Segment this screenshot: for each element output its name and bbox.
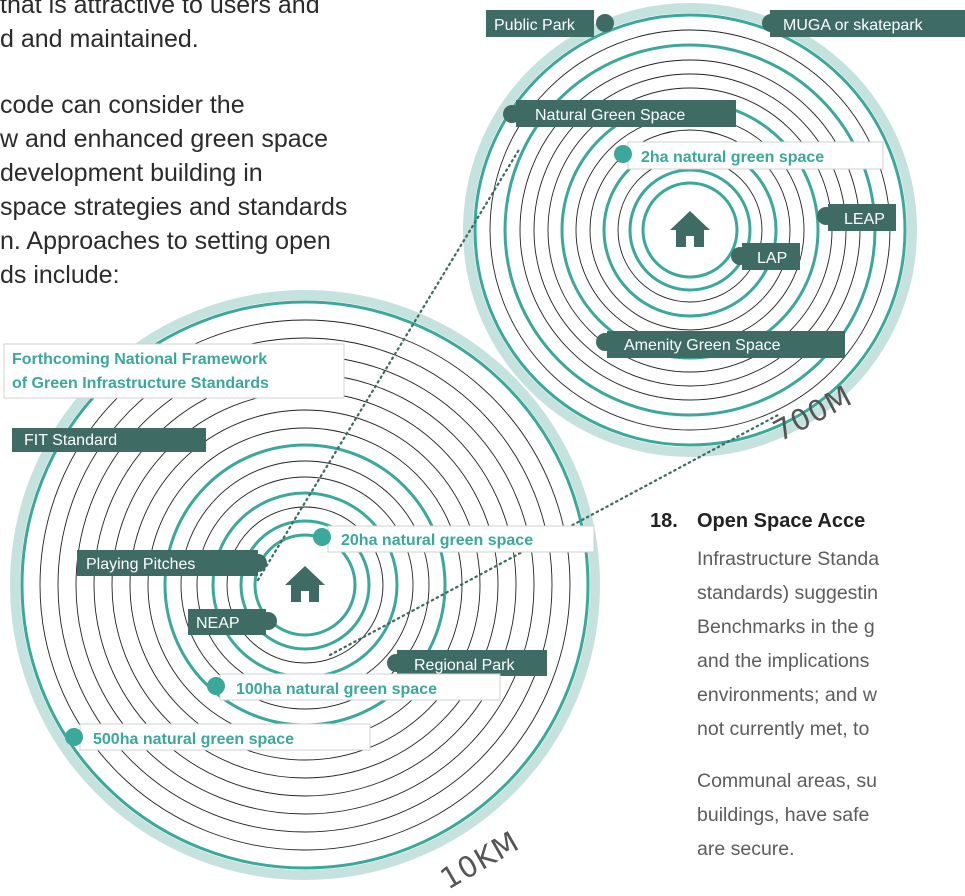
label-500ha-natural-green-space: 500ha natural green space xyxy=(65,723,371,751)
ring xyxy=(473,13,907,447)
svg-text:2ha natural green space: 2ha natural green space xyxy=(641,149,824,166)
svg-text:500ha natural green space: 500ha natural green space xyxy=(93,731,294,748)
para-line: d and maintained. xyxy=(0,25,199,53)
label-amenity-green-space: Amenity Green Space xyxy=(596,331,845,358)
label-public-park: Public Park xyxy=(486,10,614,37)
label-fit-standard: FIT Standard xyxy=(12,428,206,452)
section-line: Communal areas, su xyxy=(697,770,877,792)
para-line: space strategies and standards xyxy=(0,193,348,221)
outer-ring xyxy=(463,3,917,457)
para-line: code can consider the xyxy=(0,91,245,119)
label-natural-green-space: Natural Green Space xyxy=(503,100,736,127)
outer-ring xyxy=(10,290,600,880)
section-line: not currently met, to xyxy=(697,718,870,740)
ring xyxy=(589,129,791,331)
svg-text:LEAP: LEAP xyxy=(844,211,885,228)
svg-text:FIT Standard: FIT Standard xyxy=(24,432,117,449)
svg-text:Forthcoming National Framework: Forthcoming National Framework xyxy=(12,351,267,368)
svg-text:MUGA or skatepark: MUGA or skatepark xyxy=(783,17,924,34)
svg-text:Amenity Green Space: Amenity Green Space xyxy=(624,337,781,354)
section-line: are secure. xyxy=(697,838,795,860)
svg-text:Playing Pitches: Playing Pitches xyxy=(86,556,195,573)
dotted-connector xyxy=(256,146,522,582)
svg-text:LAP: LAP xyxy=(757,250,787,267)
para-line: w and enhanced green space xyxy=(0,125,329,153)
svg-text:Natural Green Space: Natural Green Space xyxy=(535,107,685,124)
label-muga: MUGA or skatepark xyxy=(762,10,965,37)
ring xyxy=(20,300,590,870)
section-heading: Open Space Acce xyxy=(697,510,866,532)
para-line: that is attractive to users and xyxy=(0,0,320,19)
ring xyxy=(628,168,752,292)
section-line: standards) suggestin xyxy=(697,582,879,604)
para-line: development building in xyxy=(0,159,263,187)
label-100ha-natural-green-space: 100ha natural green space xyxy=(207,673,501,701)
para-line: n. Approaches to setting open xyxy=(0,227,331,255)
home-icon xyxy=(285,566,325,602)
small-ring-diagram xyxy=(463,3,917,457)
ring xyxy=(57,337,553,833)
label-playing-pitches: Playing Pitches xyxy=(77,550,267,576)
section-number: 18. xyxy=(650,510,678,532)
home-icon xyxy=(670,211,710,247)
label-2ha-natural-green-space: 2ha natural green space xyxy=(614,141,884,170)
ring xyxy=(239,519,371,651)
section-line: Benchmarks in the g xyxy=(697,616,875,638)
ring xyxy=(129,409,481,761)
svg-text:Public Park: Public Park xyxy=(494,17,576,34)
label-20ha-natural-green-space: 20ha natural green space xyxy=(313,525,595,553)
section-line: Infrastructure Standa xyxy=(697,548,880,570)
label-neap: NEAP xyxy=(188,609,277,635)
svg-text:100ha natural green space: 100ha natural green space xyxy=(236,681,437,698)
ring xyxy=(641,181,739,279)
section-line: environments; and w xyxy=(697,684,877,706)
svg-text:Regional Park: Regional Park xyxy=(414,657,516,674)
svg-text:of Green Infrastructure Standa: of Green Infrastructure Standards xyxy=(12,375,269,392)
svg-text:20ha natural green space: 20ha natural green space xyxy=(341,532,533,549)
label-lap: LAP xyxy=(731,243,800,270)
section-line: and the implications xyxy=(697,650,870,672)
section-line: buildings, have safe xyxy=(697,804,870,826)
ring xyxy=(39,319,571,851)
ring xyxy=(180,460,430,710)
ring xyxy=(253,533,357,637)
ring xyxy=(226,506,384,664)
label-regional-park: Regional Park xyxy=(387,650,547,676)
scale-label-700m: 700M xyxy=(767,379,857,449)
para-line: ds include: xyxy=(0,261,120,289)
svg-text:NEAP: NEAP xyxy=(196,615,240,632)
label-leap: LEAP xyxy=(817,204,896,231)
label-national-framework: Forthcoming National Framework of Green … xyxy=(3,343,345,399)
